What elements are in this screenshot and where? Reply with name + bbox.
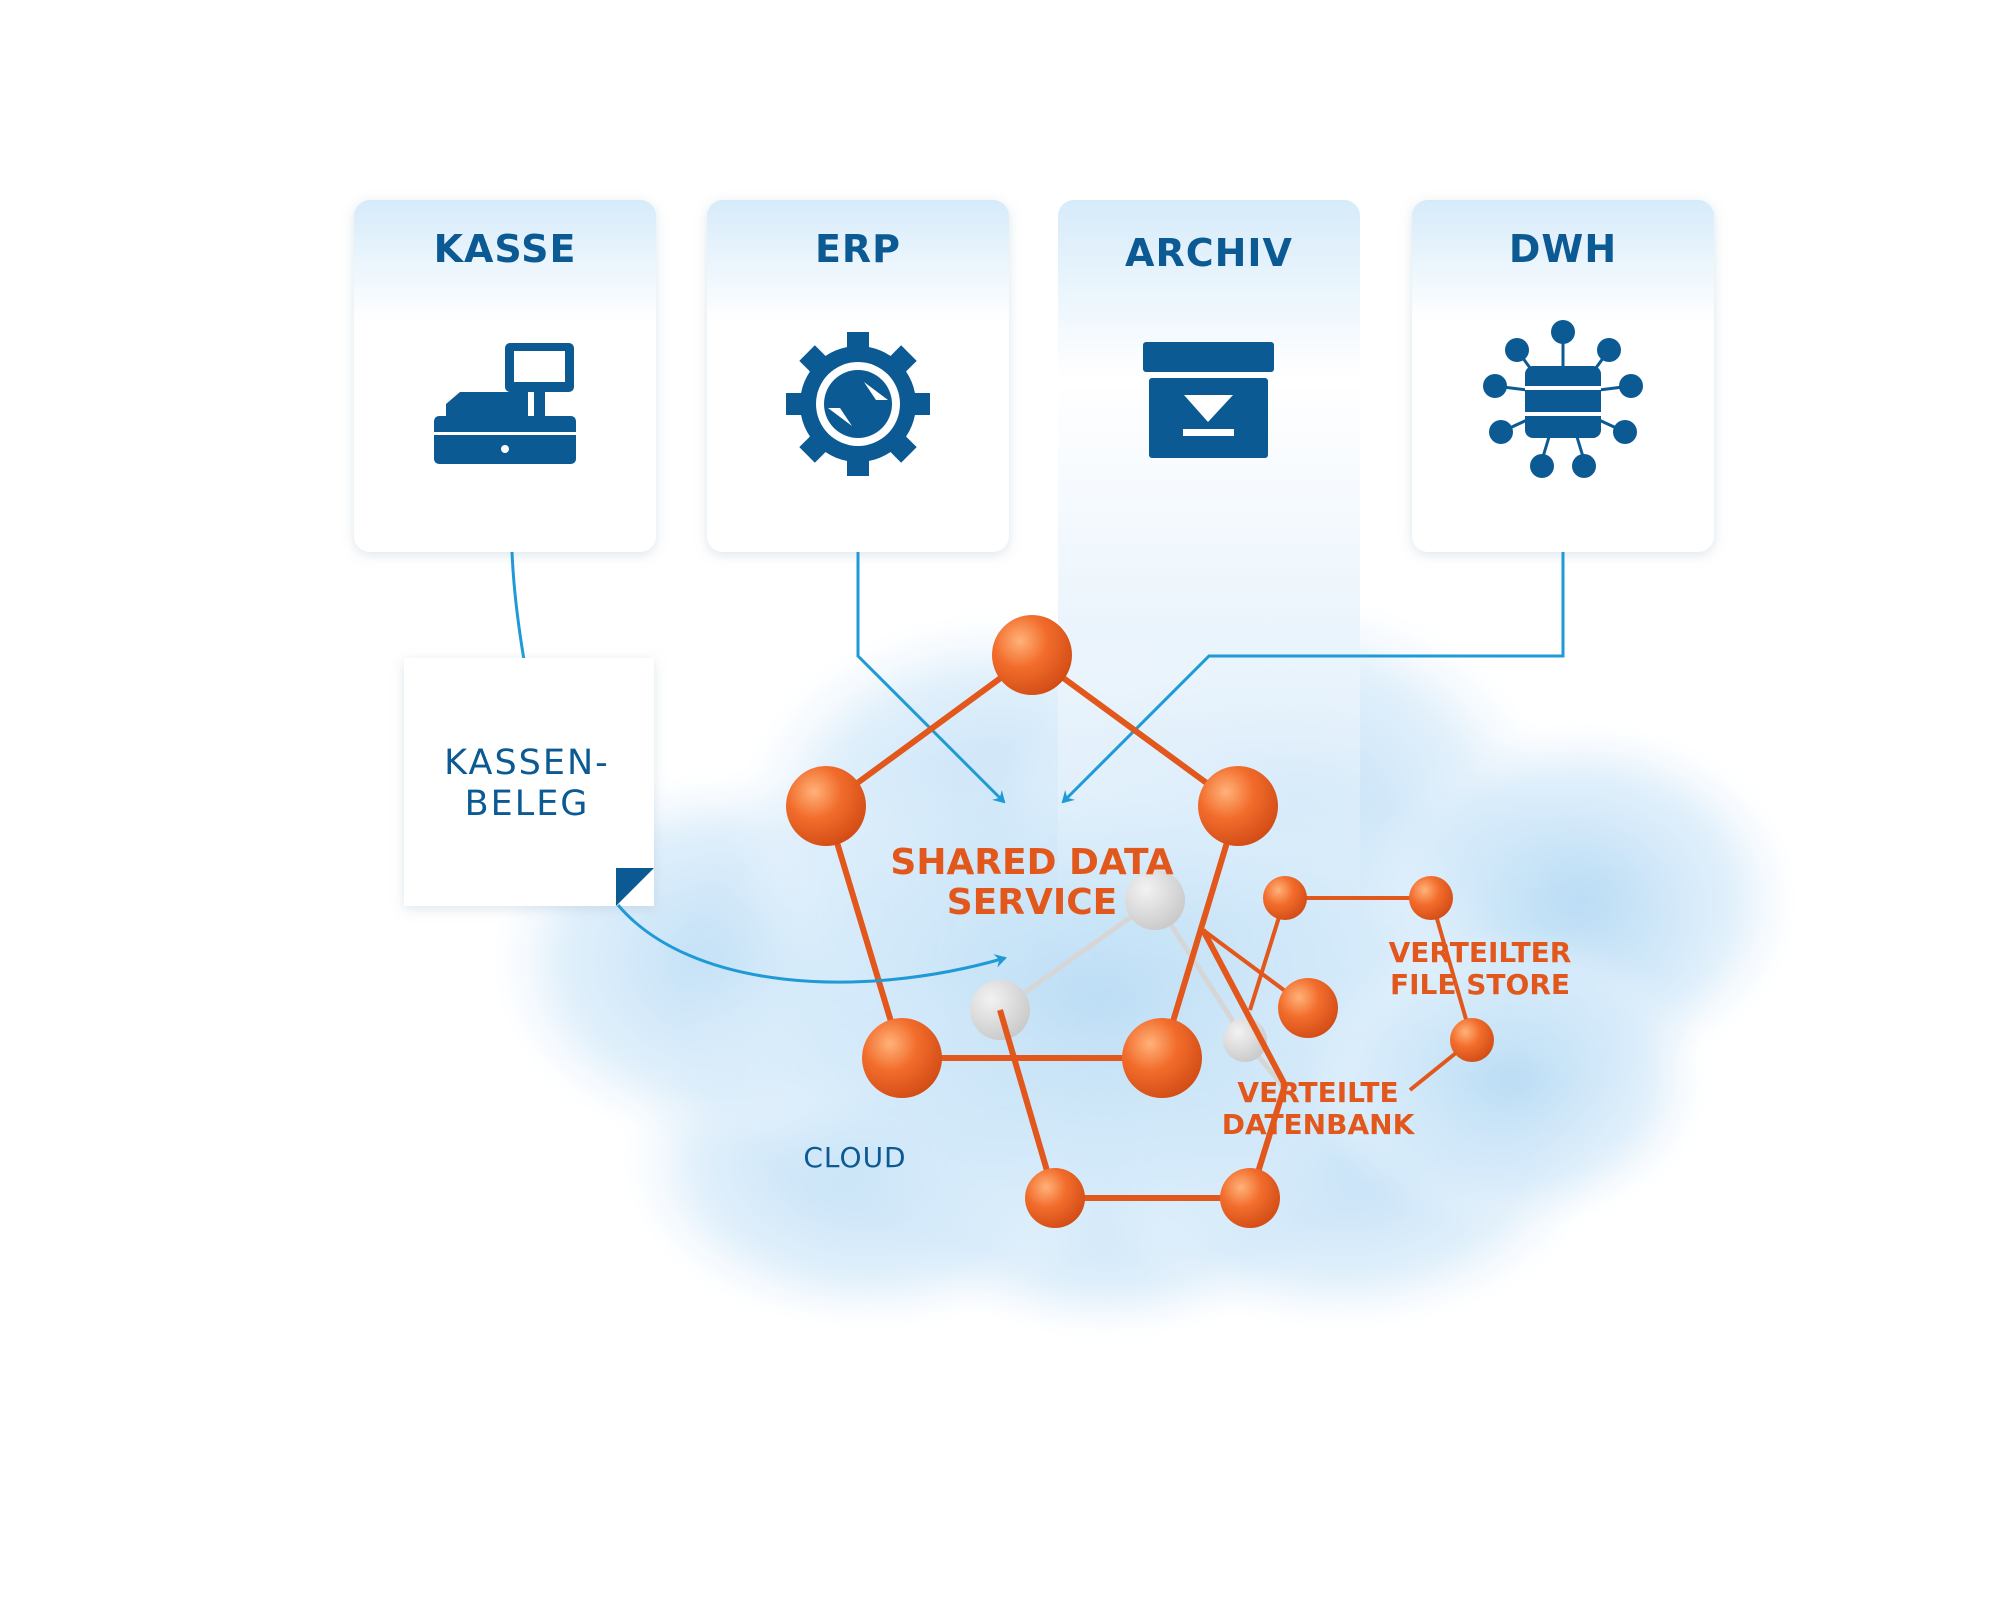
card-title-archiv: ARCHIV (1125, 231, 1293, 275)
erp-to-shared-arrow (856, 552, 1006, 804)
orange-network (786, 615, 1494, 1228)
network-node (1122, 1018, 1202, 1098)
filestore-label-line2: FILE STORE (1390, 968, 1570, 1001)
card-archiv (1058, 200, 1360, 920)
data-warehouse-icon (1483, 320, 1643, 478)
network-node (1263, 876, 1307, 920)
network-node (1220, 1168, 1280, 1228)
cash-register-icon (434, 343, 576, 464)
gear-exchange-icon (786, 332, 930, 476)
network-node (1198, 766, 1278, 846)
kasse-to-beleg-line (510, 551, 526, 661)
beleg-to-shared-arrow (616, 904, 1007, 984)
beleg-line1: KASSEN- (444, 743, 610, 783)
card-title-erp: ERP (815, 227, 901, 271)
note-corner-flap (616, 868, 654, 906)
kassenbeleg-note (404, 658, 654, 906)
network-node (786, 766, 866, 846)
network-node (1025, 1168, 1085, 1228)
cloud-label: CLOUD (803, 1141, 906, 1174)
network-node (862, 1018, 942, 1098)
shared-label-line1: SHARED DATA (890, 842, 1173, 883)
archive-box-icon (1143, 342, 1274, 458)
datenbank-label-line2: DATENBANK (1222, 1108, 1416, 1141)
grey-node (1125, 870, 1185, 930)
beleg-line2: BELEG (465, 784, 590, 824)
network-node (1409, 876, 1453, 920)
card-title-dwh: DWH (1509, 227, 1617, 271)
card-title-kasse: KASSE (434, 227, 577, 271)
network-node (1278, 978, 1338, 1038)
network-node (992, 615, 1072, 695)
filestore-label-line1: VERTEILTER (1389, 936, 1572, 969)
shared-label-line2: SERVICE (947, 882, 1118, 923)
datenbank-label-line1: VERTEILTE (1237, 1076, 1398, 1109)
network-node (1450, 1018, 1494, 1062)
